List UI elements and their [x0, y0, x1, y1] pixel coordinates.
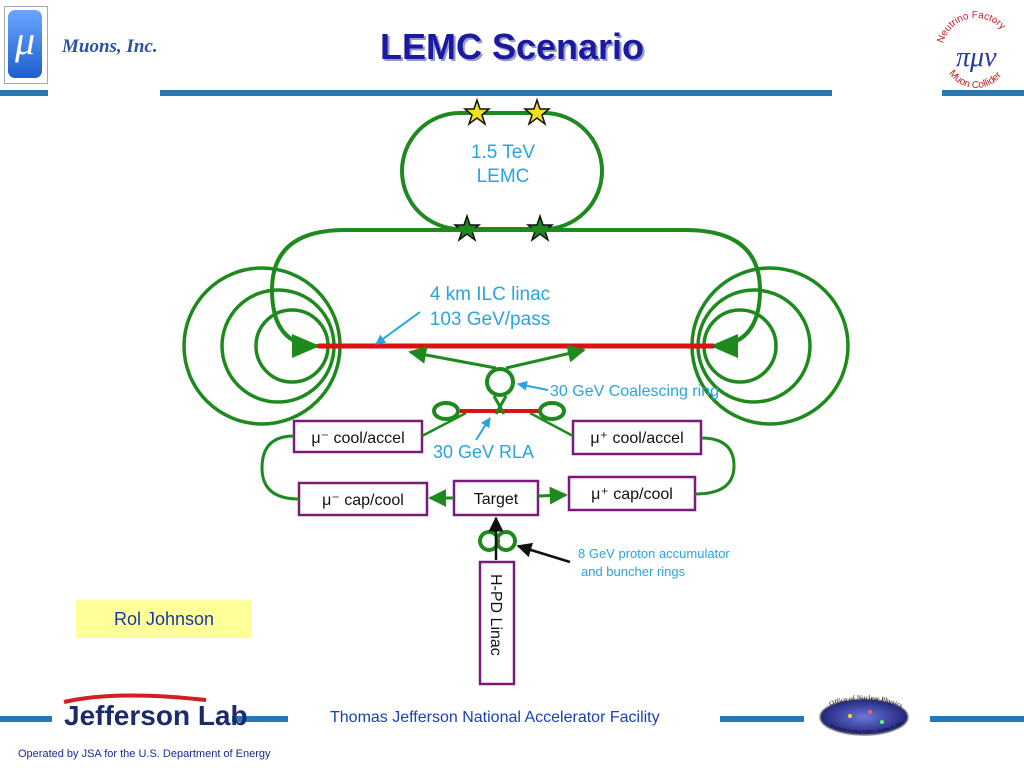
target-to-mu-plus-arrow: [537, 486, 568, 505]
coalescing-label: 30 GeV Coalescing ring: [550, 383, 719, 400]
injection-arrow-right: [505, 344, 586, 370]
facility-name: Thomas Jefferson National Accelerator Fa…: [330, 709, 660, 726]
badge-glyphs: πμν: [956, 42, 997, 73]
coalescing-ring: [485, 367, 515, 397]
rla-label: 30 GeV RLA: [433, 442, 534, 462]
footer-bar-right: [720, 716, 804, 722]
header-divider-gap-right: [832, 90, 942, 96]
linac-label-energy: 103 GeV/pass: [430, 309, 550, 330]
rla-link: [492, 395, 506, 415]
mu-minus-return-arc: [260, 434, 300, 501]
linac-pointer-arrow: [375, 311, 421, 345]
footer-bar-mid: [232, 716, 288, 722]
footer-bar-left: [0, 716, 52, 722]
target-label: Target: [474, 491, 519, 508]
mu-plus-cap-box: [567, 475, 697, 512]
header-divider: [0, 90, 1024, 96]
rla-pointer-arrow: [475, 417, 491, 441]
operated-by-note: Operated by JSA for the U.S. Department …: [18, 748, 271, 760]
hpd-linac-box: [478, 560, 516, 686]
right-spreader: [710, 334, 738, 358]
page-title: LEMC Scenario: [379, 26, 645, 67]
mu-plus-return-arc: [694, 436, 736, 496]
mu-plus-cap-label: μ⁺ cap/cool: [591, 486, 673, 503]
hpd-linac-label: H-PD Linac: [487, 574, 504, 656]
mu-plus-cool-label: μ⁺ cool/accel: [590, 430, 683, 447]
injection-arrow-left: [408, 346, 497, 370]
presenter-name: Rol Johnson: [76, 600, 252, 638]
jefferson-lab-logo-text: Jefferson Lab: [64, 700, 248, 731]
mu-logo-icon: μ: [8, 10, 42, 78]
mu-minus-cool-label: μ⁻ cool/accel: [311, 430, 404, 447]
coalescing-pointer-arrow: [517, 380, 549, 391]
mu-minus-cap-label: μ⁻ cap/cool: [322, 492, 404, 509]
muons-logo: μ: [4, 6, 48, 84]
accumulator-pointer-arrow: [516, 542, 571, 564]
rla-left-arc: [432, 401, 460, 421]
collider-label-energy: 1.5 TeV: [471, 142, 535, 163]
office-of-nuclear-physics-logo: Office of Nuclear Physics Exploring Nucl…: [819, 694, 909, 736]
detector-star-icon: [522, 97, 552, 127]
rla-link: [494, 395, 508, 415]
jefferson-lab-swoosh-icon: [63, 693, 207, 704]
company-name: Muons, Inc.: [62, 36, 158, 57]
linac-label-length: 4 km ILC linac: [430, 284, 550, 305]
rla-right-arc: [538, 401, 566, 421]
neutrino-factory-muon-collider-logo: Neutrino Factory Muon Collider πμν: [935, 10, 1007, 88]
left-spreader: [292, 334, 320, 358]
footer-bar-far-right: [930, 716, 1024, 722]
accumulator-label-line2: and buncher rings: [581, 564, 686, 579]
accumulator-label-line1: 8 GeV proton accumulator: [578, 546, 730, 561]
header-divider-gap: [48, 90, 160, 96]
collider-label-name: LEMC: [477, 166, 530, 187]
mu-minus-to-rla: [421, 411, 467, 438]
mu-plus-to-rla: [529, 411, 574, 438]
target-box: [452, 479, 540, 517]
detector-star-icon: [462, 97, 492, 127]
